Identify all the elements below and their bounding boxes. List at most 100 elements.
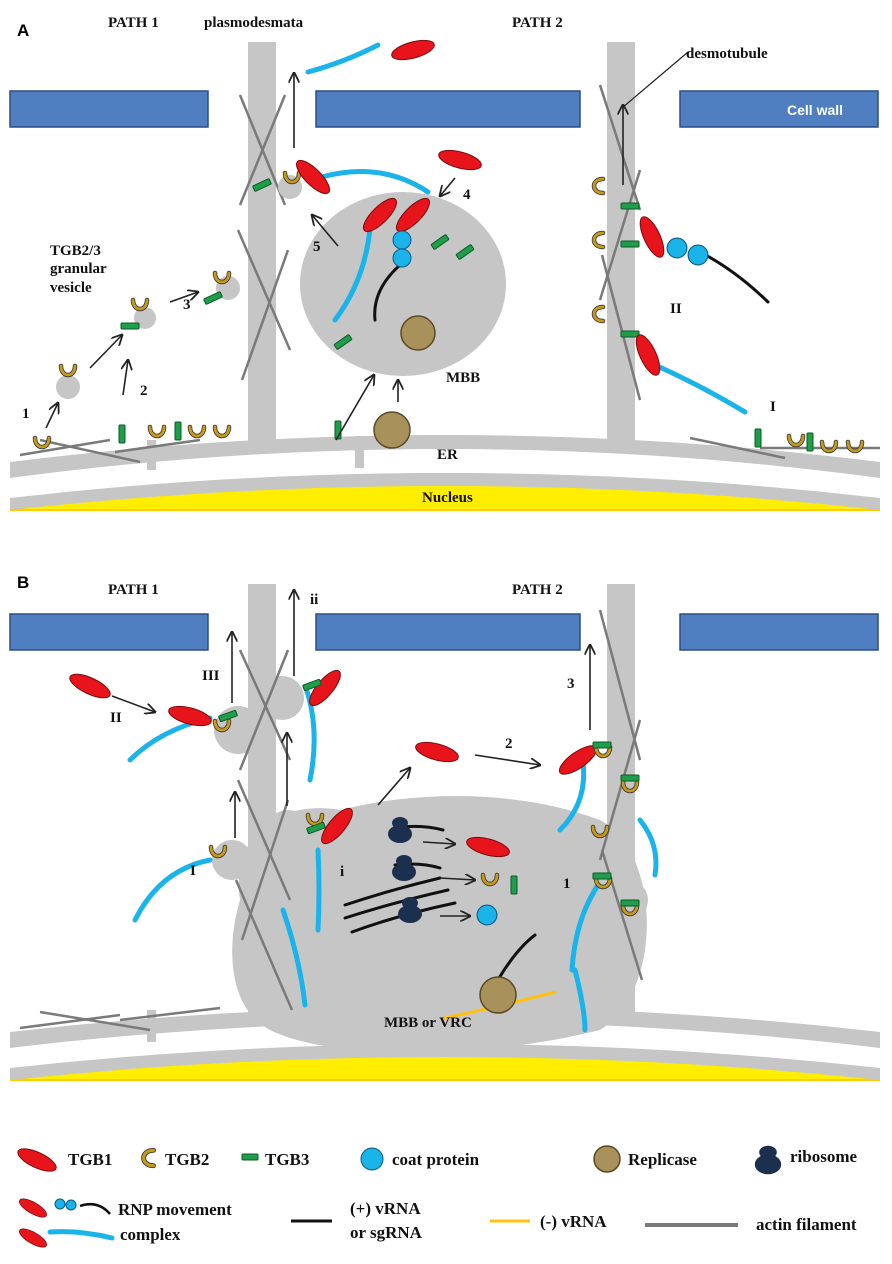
tgb2-a2 [61,366,75,375]
black-vrna-b1 [343,876,442,907]
er-band-b [10,1007,880,1048]
legend-replicase-swatch [593,1145,621,1173]
blue-vrna-b3 [132,857,213,923]
tgb2-a9 [594,179,603,193]
vesicle-a1 [56,375,80,399]
path1-label-a: PATH 1 [108,15,159,31]
replicase-b1 [479,976,517,1014]
tgb2-a14 [848,442,862,451]
desmotubule-a-left [248,42,276,442]
step-1-label-a: 1 [22,406,30,422]
plasmodesmata-label: plasmodesmata [204,15,304,31]
tgb3-a6 [120,322,140,330]
blue-vrna-a4 [652,362,748,415]
legend-plus-vrna-label-1: (+) vRNA [350,1199,421,1218]
tgb2-a11 [594,307,603,321]
path2-label-a: PATH 2 [512,15,563,31]
panel-a-letter: A [17,21,29,40]
vrna-b [127,685,659,1033]
tgb2-a12 [789,436,803,445]
step-4-label-a: 4 [463,187,471,203]
blue-vrna-b7 [637,817,659,878]
er-label: ER [437,447,458,463]
legend-coat-protein-swatch [360,1147,384,1171]
tgb2-a3 [133,300,147,309]
black-vrna-b2 [343,888,450,920]
panel-b: B PATH 1 PATH 2 I II III i ii 1 2 3 MBB … [9,573,881,1081]
legend-replicase-label: Replicase [628,1150,697,1169]
coat-protein-a2 [392,248,412,268]
tgb3-a14 [620,330,640,338]
step-3-label-a: 3 [183,297,191,313]
tgb3-a7 [203,290,223,306]
tgb3-a5 [806,432,814,452]
legend-tgb3-swatch [241,1153,259,1161]
vesicle-label-2: granular [50,261,107,277]
step-1-label-b: 1 [563,876,571,892]
path1-label-b: PATH 1 [108,582,159,598]
tgb3-b8 [510,875,518,895]
vesicle-b1 [212,840,252,880]
er-band-a [10,435,880,478]
tgb3-a2 [174,421,182,441]
cell-wall-a-middle [315,90,581,128]
mbb-vrc-label: MBB or VRC [384,1015,472,1031]
blue-vrna-b5 [280,907,308,1008]
mbb-vrc-b [232,796,647,1053]
tgb2-a7 [215,427,229,436]
arrows-b [111,590,590,916]
legend-minus-vrna-label: (-) vRNA [540,1212,607,1231]
cell-wall-a-left [9,90,209,128]
tgb2-a6 [190,427,204,436]
tgb2-a5 [150,427,164,436]
tgb3-b4 [592,741,612,749]
coat-protein-a1 [392,230,412,250]
nucleus-label: Nucleus [422,490,473,506]
legend-tgb2-label: TGB2 [165,1150,209,1169]
roman-3-label-b: III [202,668,220,684]
tgb3-b5 [620,774,640,782]
tgb1-b1 [66,668,114,704]
legend-ribosome-swatch [754,1145,782,1175]
er-stub-b1 [147,1010,156,1042]
blue-vrna-b4 [315,847,322,933]
cell-wall-label: Cell wall [787,102,843,118]
tgb2-a13 [822,442,836,451]
nuclear-envelope-b [10,1044,880,1080]
step-3-label-b: 3 [567,676,575,692]
nuclear-envelope-a [10,473,880,510]
roman-1-label-a: I [770,399,776,415]
blue-vrna-a1 [305,42,381,75]
replicase-a1 [400,315,436,351]
legend-rnp-swatch [16,1195,115,1251]
legend-plus-vrna-label-2: or sgRNA [350,1223,423,1242]
vesicle-a2 [134,307,156,329]
vesicle-b3 [260,676,304,720]
panel-b-letter: B [17,573,29,592]
legend: TGB1 TGB2 TGB3 coat protein Replicase ri… [14,1143,858,1251]
coat-protein-b1 [476,904,498,926]
tgb3-a12 [620,202,640,210]
tgb1-a6 [634,213,670,261]
step-2-label-b: 2 [505,736,513,752]
er-stub-a2 [355,436,364,468]
tgb2-a10 [594,233,603,247]
step-2-label-a: 2 [140,383,148,399]
tgb3-b6 [592,872,612,880]
er-stub-a1 [147,440,156,470]
tgb3-a4 [754,428,762,448]
legend-tgb1-swatch [14,1143,60,1177]
blue-vrna-b8 [569,882,601,973]
blue-vrna-b9 [572,967,588,1033]
lower-ii-label-b: ii [310,592,318,608]
mbb-label-a: MBB [446,370,480,386]
blue-vrna-a2 [315,169,431,195]
tgb3-a1 [118,424,126,444]
actin-filaments-a [19,84,880,464]
tgb2-a4 [215,273,229,282]
tgb1-a3 [436,146,484,174]
legend-rnp-label-2: complex [120,1225,181,1244]
lower-i-label-b: i [340,864,344,880]
roman-1-label-b: I [190,863,196,879]
